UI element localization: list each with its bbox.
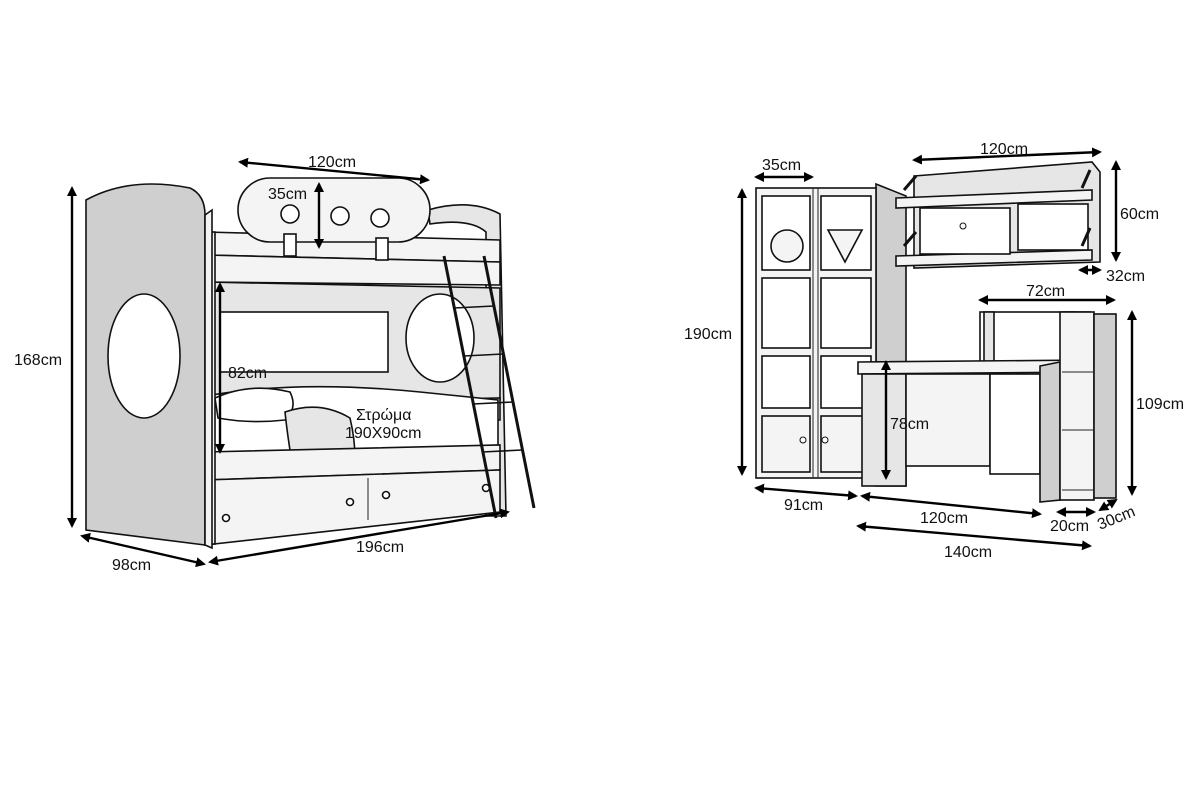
headboard-width-arrow bbox=[238, 157, 430, 185]
bookcase-cell bbox=[761, 277, 811, 349]
headboard-width-label: 120cm bbox=[308, 154, 356, 171]
headboard-hole bbox=[370, 208, 390, 228]
bookcase-cell bbox=[820, 277, 872, 349]
wall-cabinet-door bbox=[919, 207, 1011, 255]
wall-cabinet-depth-label: 32cm bbox=[1106, 268, 1145, 285]
wall-cabinet-bottom-shelf bbox=[895, 249, 1093, 267]
drawer-knob bbox=[381, 490, 391, 500]
desk-set-drawing bbox=[755, 161, 1117, 503]
triangle-cutout bbox=[826, 229, 864, 264]
pillow bbox=[214, 387, 294, 423]
total-height-label: 168cm bbox=[14, 352, 62, 369]
headboard-bracket bbox=[375, 237, 389, 261]
desk-total-width-arrow bbox=[856, 521, 1092, 551]
desk-width-arrow bbox=[860, 491, 1042, 519]
ladder bbox=[442, 255, 536, 519]
bookcase-top-width-label: 35cm bbox=[762, 157, 801, 174]
hutch-width-label: 72cm bbox=[1026, 283, 1065, 300]
bed-front-end-edge bbox=[204, 208, 213, 550]
desk-width-label: 120cm bbox=[920, 510, 968, 527]
clearance-label: 82cm bbox=[228, 365, 267, 382]
wall-cabinet-height-label: 60cm bbox=[1120, 206, 1159, 223]
hutch-height-label: 109cm bbox=[1136, 396, 1184, 413]
bookcase-width-arrow bbox=[754, 483, 858, 501]
mattress-size-label: 190X90cm bbox=[345, 425, 422, 442]
wall-cabinet-width-label: 120cm bbox=[980, 141, 1028, 158]
desk-cabinet-opening bbox=[989, 373, 1041, 475]
drawer-knob bbox=[345, 497, 355, 507]
desk-height-label: 78cm bbox=[890, 416, 929, 433]
desk-set-dimensions: 35cm 120cm 60cm 32cm 190cm 72cm 109cm 78… bbox=[684, 141, 1184, 561]
depth-arrow bbox=[80, 532, 206, 568]
mattress-label: Στρώμα bbox=[356, 407, 412, 424]
bookcase-door bbox=[761, 415, 811, 473]
headboard-hole bbox=[280, 204, 300, 224]
shelf-depth-label: 20cm bbox=[1050, 518, 1089, 535]
bookcase-height-label: 190cm bbox=[684, 326, 732, 343]
shelf-side-arrow bbox=[1098, 498, 1118, 512]
drawer-knob bbox=[221, 513, 231, 523]
desk-total-width-label: 140cm bbox=[944, 544, 992, 561]
circle-cutout bbox=[770, 229, 804, 263]
headboard-hole bbox=[330, 206, 350, 226]
desk-modesty-panel bbox=[905, 373, 991, 467]
side-shelf-unit bbox=[1059, 311, 1095, 501]
front-porthole bbox=[107, 293, 181, 419]
bunk-bed-drawing bbox=[85, 177, 536, 550]
side-shelf-front bbox=[1039, 361, 1061, 503]
headboard-bracket bbox=[283, 233, 297, 257]
lower-bunk-opening bbox=[219, 311, 389, 373]
bunk-bed-dimensions: 120cm 35cm 82cm Στρώμα 190X90cm 168cm 98… bbox=[14, 154, 510, 574]
wall-cabinet-top-shelf bbox=[895, 189, 1093, 209]
bookcase-cell bbox=[761, 355, 811, 409]
wall-cabinet-opening bbox=[1017, 203, 1089, 251]
wall-cabinet-width-arrow bbox=[912, 147, 1102, 165]
bookcase-width-label: 91cm bbox=[784, 497, 823, 514]
drawer-unit bbox=[204, 469, 501, 546]
length-label: 196cm bbox=[356, 539, 404, 556]
depth-label: 98cm bbox=[112, 557, 151, 574]
length-arrow bbox=[208, 508, 510, 566]
headboard-height-label: 35cm bbox=[268, 186, 307, 203]
side-shelf-side bbox=[1093, 313, 1117, 499]
